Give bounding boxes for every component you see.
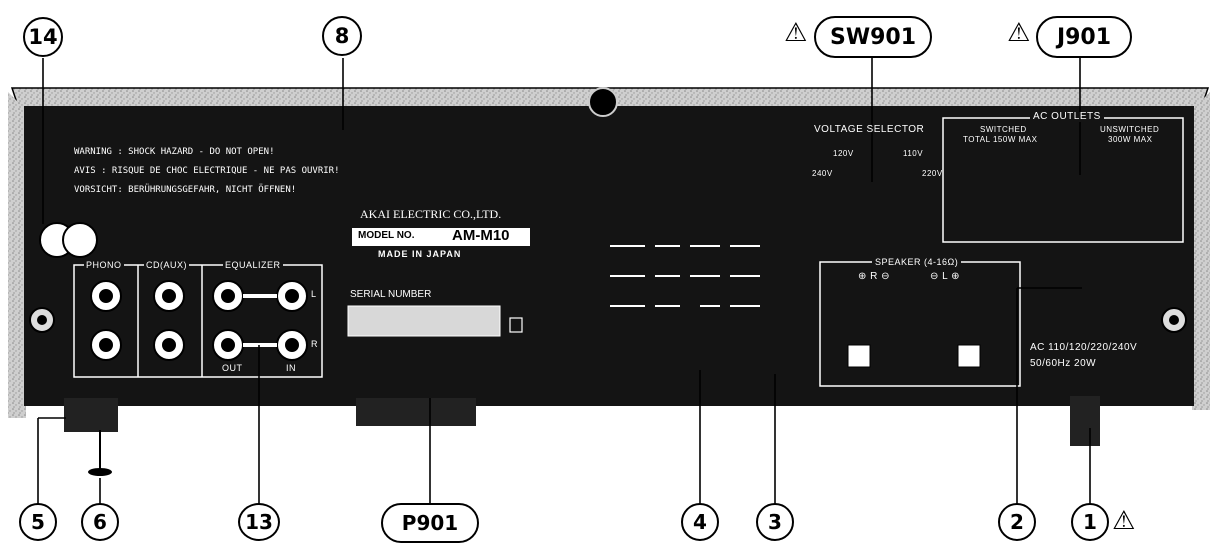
warning-triangle-icon: ⚠ — [784, 18, 808, 48]
model-number: AM-M10 — [452, 227, 510, 244]
left-foot — [64, 398, 118, 432]
warning-line-fr: AVIS : RISQUE DE CHOC ELECTRIQUE - NE PA… — [74, 166, 340, 176]
callout-p901: P901 — [381, 503, 479, 543]
voltage-240: 240V — [812, 169, 833, 178]
chassis-right-side — [1192, 92, 1210, 410]
warning-line-de: VORSICHT: BERÜHRUNGSGEFAHR, NICHT ÖFFNEN… — [74, 185, 297, 195]
warning-triangle-icon: ⚠ — [1007, 18, 1031, 48]
serial-label: SERIAL NUMBER — [350, 289, 432, 300]
callout-1: 1 — [1071, 503, 1109, 541]
chassis-left-side — [8, 92, 26, 418]
warning-line-en: WARNING : SHOCK HAZARD - DO NOT OPEN! — [74, 147, 275, 157]
top-screw — [588, 87, 618, 117]
speaker-r: ⊕ R ⊖ — [858, 271, 891, 282]
label-in: IN — [286, 363, 296, 373]
serial-plate — [347, 305, 501, 337]
callout-8: 8 — [322, 16, 362, 56]
ac-switched: SWITCHED — [980, 125, 1027, 134]
ac-outlets-title: AC OUTLETS — [1030, 112, 1104, 122]
label-r: R — [311, 339, 318, 349]
power-ac: AC 110/120/220/240V — [1030, 342, 1138, 353]
speaker-l: ⊖ L ⊕ — [930, 271, 961, 282]
power-cord-clamp — [356, 398, 476, 426]
power-freq: 50/60Hz 20W — [1030, 358, 1097, 369]
callout-2: 2 — [998, 503, 1036, 541]
rca-jacks — [90, 280, 308, 361]
callout-sw901: SW901 — [814, 16, 932, 58]
label-equalizer: EQUALIZER — [223, 260, 283, 270]
warning-triangle-icon: ⚠ — [1112, 506, 1136, 536]
voltage-title: VOLTAGE SELECTOR — [814, 124, 925, 135]
voltage-110: 110V — [903, 149, 924, 158]
maker-company: AKAI ELECTRIC CO.,LTD. — [360, 207, 502, 221]
callout-14: 14 — [23, 17, 63, 57]
power-cord — [1070, 396, 1100, 446]
model-plate — [352, 228, 530, 246]
voltage-220: 220V — [922, 169, 943, 178]
callout-13: 13 — [238, 503, 280, 541]
speaker-title: SPEAKER (4-16Ω) — [872, 258, 962, 267]
made-in: MADE IN JAPAN — [378, 249, 462, 259]
ac-unswitched: UNSWITCHED — [1100, 125, 1160, 134]
label-cd-aux: CD(AUX) — [144, 260, 189, 270]
label-out: OUT — [222, 363, 243, 373]
label-phono: PHONO — [84, 260, 124, 270]
jack-panel-frame — [73, 264, 323, 378]
internal-marks — [610, 245, 760, 307]
label-l: L — [311, 289, 317, 299]
callout-j901: J901 — [1036, 16, 1132, 58]
ac-unswitched-max: 300W MAX — [1108, 135, 1153, 144]
callout-5: 5 — [19, 503, 57, 541]
model-prefix: MODEL NO. — [358, 230, 415, 241]
callout-3: 3 — [756, 503, 794, 541]
leader-lines — [37, 58, 1091, 507]
ac-switched-total: TOTAL 150W MAX — [963, 135, 1038, 144]
callout-4: 4 — [681, 503, 719, 541]
voltage-120: 120V — [833, 149, 854, 158]
callout-6: 6 — [81, 503, 119, 541]
